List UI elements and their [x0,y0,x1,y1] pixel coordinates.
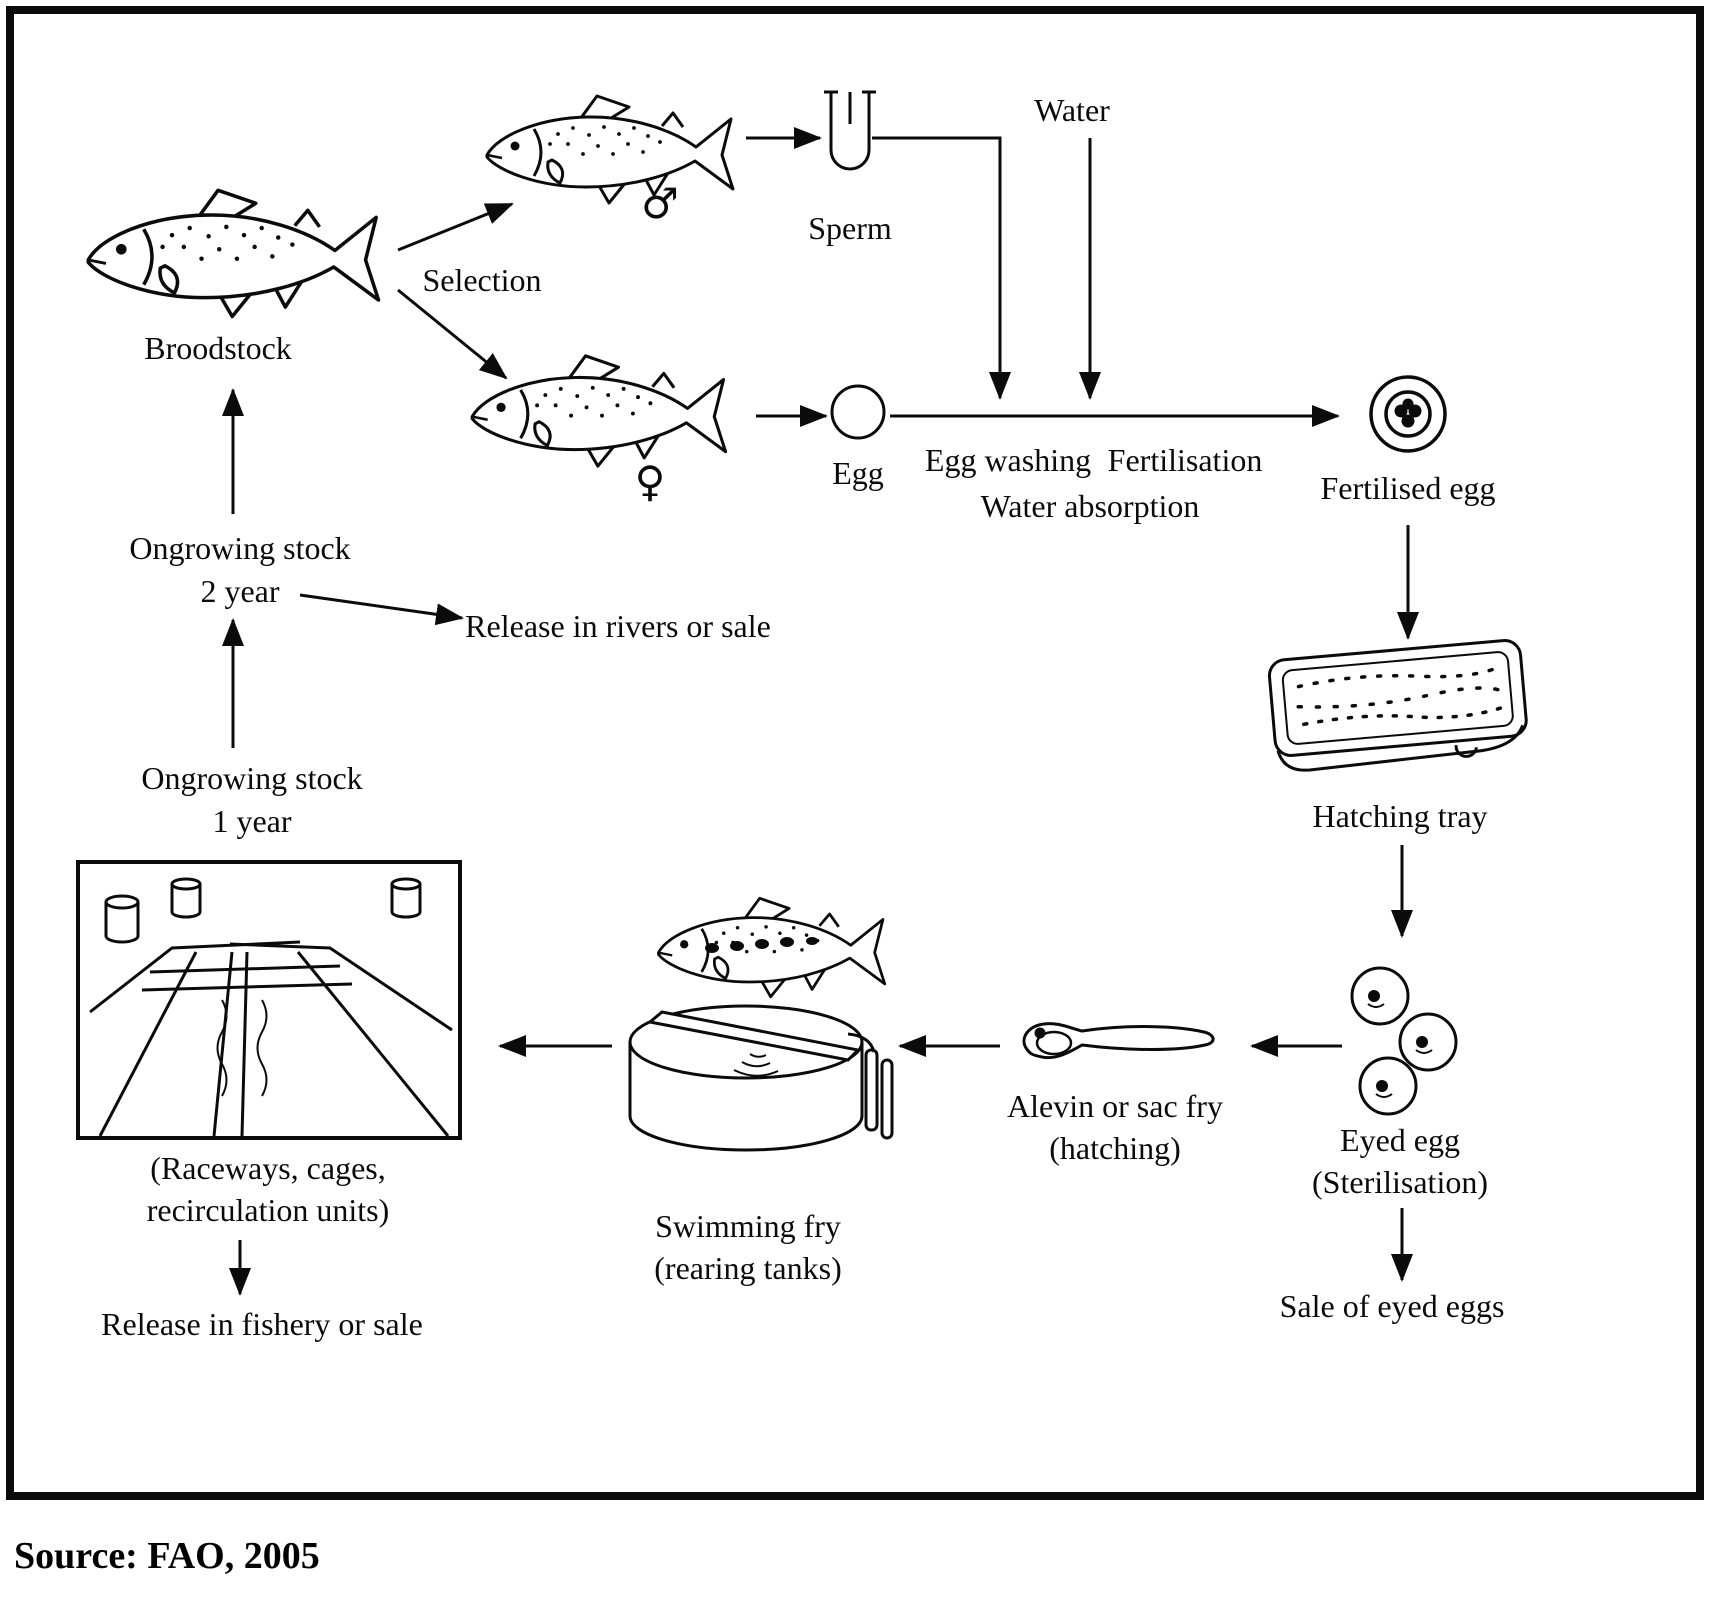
label-alevin: Alevin or sac fry [1007,1088,1223,1124]
label-water: Water [1034,92,1110,128]
diagram-border [6,6,1704,1500]
label-selection: Selection [422,262,542,298]
male-fish-illustration [485,94,735,205]
label-rearing-tanks: (rearing tanks) [654,1250,842,1286]
label-fertilised-egg: Fertilised egg [1320,470,1496,506]
male-symbol: ♂ [641,179,679,228]
label-hatching-tray: Hatching tray [1312,798,1488,834]
label-eyed-egg: Eyed egg [1340,1122,1460,1158]
alevin-illustration [1022,1022,1215,1060]
label-release-rivers: Release in rivers or sale [465,608,771,644]
raceway-illustration [76,860,462,1140]
sperm-tube-icon [824,90,876,171]
label-one-year: 1 year [212,803,292,839]
female-fish-illustration [470,354,728,468]
label-egg-washing: Egg washing [924,442,1092,478]
eyed-eggs-illustration [1350,966,1458,1116]
label-fertilisation: Fertilisation [1107,442,1263,478]
label-broodstock: Broodstock [144,330,292,366]
label-ongrowing-stock-2yr: Ongrowing stock [129,530,351,566]
label-release-fishery: Release in fishery or sale [101,1306,423,1342]
label-egg: Egg [832,455,884,491]
broodstock-fish-illustration [86,188,381,319]
label-raceways-line1: (Raceways, cages, [150,1150,386,1186]
flow-arrows [222,127,1419,1296]
rearing-tank-illustration [628,1004,894,1152]
label-sterilisation: (Sterilisation) [1312,1164,1488,1200]
label-two-year: 2 year [200,573,280,609]
female-symbol: ♀ [634,457,666,506]
hatching-tray-illustration [1267,639,1528,772]
egg-icon [830,384,886,440]
label-raceways-line2: recirculation units) [146,1192,390,1228]
label-hatching: (hatching) [1049,1130,1181,1166]
fry-fish-illustration [657,896,887,999]
label-ongrowing-stock-1yr: Ongrowing stock [141,760,363,796]
label-sale-of-eyed-eggs: Sale of eyed eggs [1279,1288,1505,1324]
label-sperm: Sperm [808,210,892,246]
fertilised-egg-icon [1369,375,1447,453]
source-caption: Source: FAO, 2005 [14,1535,320,1577]
label-swimming-fry: Swimming fry [655,1208,841,1244]
label-water-absorption: Water absorption [980,488,1200,524]
